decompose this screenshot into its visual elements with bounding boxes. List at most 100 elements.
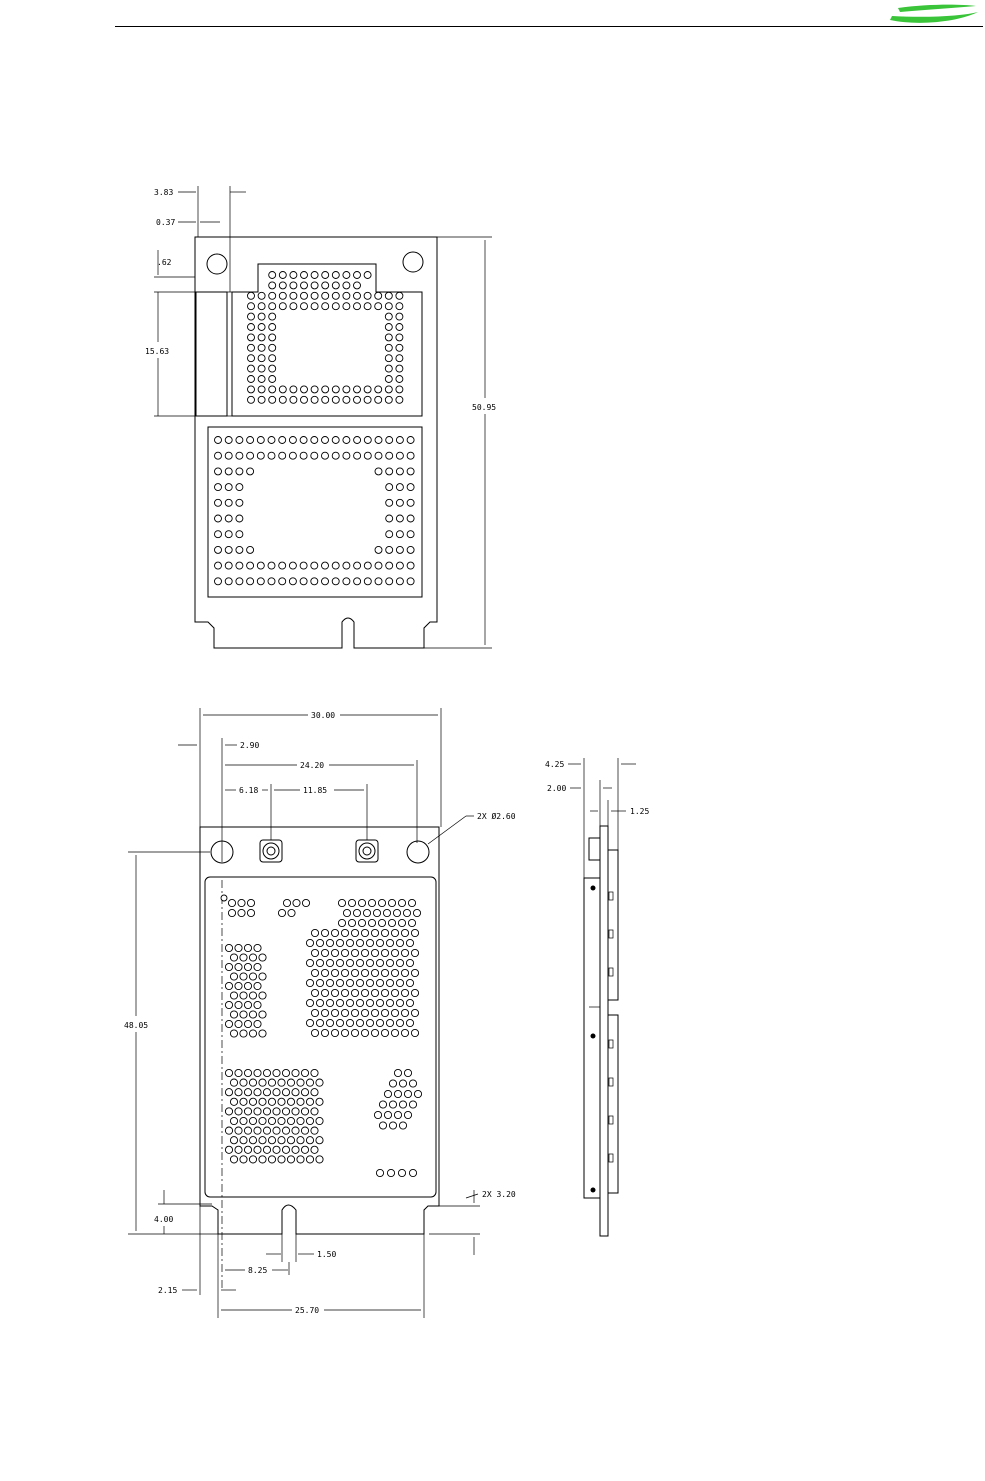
solder-ball bbox=[240, 1117, 247, 1124]
solder-ball bbox=[375, 452, 382, 459]
solder-ball bbox=[311, 1089, 318, 1096]
solder-ball bbox=[248, 344, 255, 351]
solder-ball bbox=[235, 1146, 242, 1153]
solder-ball bbox=[364, 272, 371, 279]
solder-ball bbox=[322, 272, 329, 279]
solder-ball bbox=[411, 989, 418, 996]
solder-ball bbox=[375, 562, 382, 569]
solder-ball bbox=[301, 292, 308, 299]
solder-ball bbox=[225, 499, 232, 506]
solder-ball bbox=[306, 1019, 313, 1026]
solder-ball bbox=[247, 546, 254, 553]
solder-ball bbox=[225, 1069, 232, 1076]
solder-ball bbox=[225, 1146, 232, 1153]
solder-ball bbox=[273, 1127, 280, 1134]
solder-ball bbox=[297, 1156, 304, 1163]
antenna-connector-main bbox=[260, 840, 282, 862]
solder-ball bbox=[289, 562, 296, 569]
solder-ball bbox=[411, 969, 418, 976]
solder-ball bbox=[268, 1098, 275, 1105]
solder-ball bbox=[287, 1137, 294, 1144]
solder-ball bbox=[322, 396, 329, 403]
solder-ball bbox=[287, 1079, 294, 1086]
solder-ball bbox=[361, 949, 368, 956]
solder-ball bbox=[346, 939, 353, 946]
solder-ball bbox=[374, 1111, 381, 1118]
solder-ball bbox=[311, 1069, 318, 1076]
solder-ball bbox=[371, 969, 378, 976]
solder-ball bbox=[258, 324, 265, 331]
solder-ball bbox=[376, 1019, 383, 1026]
solder-ball bbox=[321, 929, 328, 936]
solder-ball bbox=[258, 365, 265, 372]
solder-ball bbox=[316, 1098, 323, 1105]
solder-ball bbox=[364, 396, 371, 403]
solder-ball bbox=[236, 578, 243, 585]
solder-ball bbox=[254, 1146, 261, 1153]
solder-ball bbox=[316, 979, 323, 986]
dim-2-90: 2.90 bbox=[240, 741, 259, 750]
solder-ball bbox=[358, 899, 365, 906]
solder-ball bbox=[351, 969, 358, 976]
solder-ball bbox=[269, 376, 276, 383]
solder-ball bbox=[225, 578, 232, 585]
solder-ball bbox=[396, 365, 403, 372]
solder-ball bbox=[406, 999, 413, 1006]
solder-ball bbox=[381, 929, 388, 936]
solder-ball bbox=[354, 437, 361, 444]
solder-ball bbox=[343, 272, 350, 279]
solder-ball bbox=[411, 929, 418, 936]
solder-ball bbox=[225, 1127, 232, 1134]
solder-ball bbox=[282, 1146, 289, 1153]
solder-ball bbox=[332, 562, 339, 569]
solder-ball bbox=[356, 959, 363, 966]
solder-ball bbox=[248, 396, 255, 403]
solder-ball bbox=[371, 949, 378, 956]
solder-ball bbox=[244, 1069, 251, 1076]
solder-ball bbox=[240, 1156, 247, 1163]
solder-ball bbox=[225, 531, 232, 538]
solder-ball bbox=[236, 546, 243, 553]
solder-ball bbox=[248, 324, 255, 331]
solder-ball bbox=[358, 919, 365, 926]
solder-ball bbox=[236, 531, 243, 538]
solder-ball bbox=[300, 452, 307, 459]
solder-ball bbox=[396, 515, 403, 522]
side-pcb bbox=[600, 826, 608, 1236]
solder-ball bbox=[351, 949, 358, 956]
dim-4-00: 4.00 bbox=[154, 1215, 173, 1224]
solder-ball bbox=[248, 334, 255, 341]
solder-ball bbox=[240, 1011, 247, 1018]
solder-ball bbox=[249, 992, 256, 999]
solder-ball bbox=[215, 499, 222, 506]
solder-ball bbox=[351, 929, 358, 936]
solder-ball bbox=[406, 939, 413, 946]
solder-ball bbox=[248, 355, 255, 362]
solder-ball bbox=[364, 386, 371, 393]
solder-ball bbox=[396, 303, 403, 310]
solder-ball bbox=[361, 969, 368, 976]
solder-ball bbox=[322, 292, 329, 299]
solder-ball bbox=[259, 992, 266, 999]
solder-ball bbox=[297, 1137, 304, 1144]
solder-ball bbox=[406, 979, 413, 986]
solder-ball bbox=[282, 1127, 289, 1134]
solder-ball bbox=[311, 386, 318, 393]
solder-ball bbox=[376, 939, 383, 946]
solder-ball bbox=[396, 437, 403, 444]
solder-ball bbox=[249, 1079, 256, 1086]
solder-ball bbox=[326, 939, 333, 946]
solder-ball bbox=[292, 1069, 299, 1076]
solder-ball bbox=[404, 1090, 411, 1097]
solder-ball bbox=[278, 1117, 285, 1124]
solder-ball bbox=[287, 1156, 294, 1163]
solder-ball bbox=[316, 1019, 323, 1026]
solder-ball bbox=[343, 578, 350, 585]
solder-ball bbox=[408, 899, 415, 906]
solder-ball bbox=[409, 1169, 416, 1176]
side-pad bbox=[196, 292, 227, 416]
solder-ball bbox=[341, 1029, 348, 1036]
solder-ball bbox=[254, 1001, 261, 1008]
solder-ball bbox=[225, 1089, 232, 1096]
